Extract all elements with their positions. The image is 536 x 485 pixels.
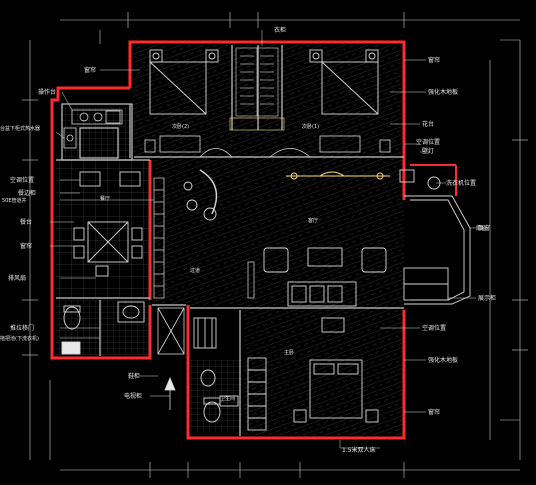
room-label-balcony: 阳台 [476, 225, 486, 232]
label-smart-door: 推拉移门 [10, 324, 34, 332]
bathroom-fixtures [61, 301, 239, 423]
label-curtain-right: 窗帘 [428, 56, 440, 64]
bedroom-desks [144, 135, 391, 158]
label-under-counter-heater: 台盆下柜式热水器 [0, 125, 40, 132]
room-label-corridor: 过道 [190, 267, 200, 274]
accent-fixtures [286, 171, 390, 180]
label-master-bed: 1.5米双人床 [342, 446, 376, 454]
label-ac-position-1: 空调位置 [416, 138, 440, 146]
room-label-master: 主卧 [284, 349, 294, 356]
label-display-cabinet: 展示柜 [478, 294, 496, 302]
room-label-wc: 卫生间 [220, 395, 235, 402]
label-tv-cabinet: 电视柜 [124, 392, 142, 400]
label-planter: 花台 [422, 120, 434, 128]
floor-fills [56, 45, 404, 435]
label-sideboard: 餐边柜 [18, 189, 36, 197]
label-ac-position-2: 空调位置 [10, 176, 34, 184]
dimension-lines [22, 12, 528, 478]
partitions [56, 45, 404, 436]
room-label-dining: 餐厅 [100, 195, 110, 202]
label-stair-vent: 50E管道井 [2, 197, 27, 204]
label-shoe-cabinet: 鞋柜 [128, 372, 140, 380]
walls [50, 40, 406, 440]
label-window-left: 窗帘 [20, 242, 32, 250]
living-furniture [183, 169, 387, 333]
label-bay-window: 飘窗 [478, 224, 490, 232]
label-washbasin-table: 操作台 [38, 88, 56, 96]
shoe-cabinet [153, 177, 255, 299]
room-label-bed-left: 次卧(2) [172, 123, 189, 130]
callout-leaders [50, 30, 476, 449]
bedroom-left-bed [149, 49, 219, 115]
label-curtain-bottom: 窗帘 [428, 408, 440, 416]
dining-table-set [73, 171, 143, 277]
entrance-marker [157, 307, 185, 410]
label-washing-machine: 洗衣机位置 [446, 179, 476, 187]
label-pull-sink: 拖把池(下洗衣机) [0, 335, 39, 342]
label-ac-position-3: 空调位置 [422, 324, 446, 332]
label-wall-lamp: 壁灯 [422, 147, 434, 155]
bedroom-right-bed [309, 49, 379, 115]
room-label-living: 客厅 [308, 217, 318, 224]
room-label-bed-right: 次卧(1) [302, 123, 319, 130]
label-bathroom-fan: 排风扇 [8, 274, 26, 282]
master-bed [247, 357, 379, 431]
label-dining-table: 餐台 [20, 218, 32, 226]
label-curtain-left: 窗帘 [84, 66, 96, 74]
label-wardrobe: 衣柜 [274, 26, 286, 34]
label-floor-wood-top: 强化木地板 [428, 88, 458, 96]
label-floor-wood-bottom: 强化木地板 [428, 356, 458, 364]
balcony [399, 164, 471, 305]
wardrobe-center [229, 47, 285, 131]
